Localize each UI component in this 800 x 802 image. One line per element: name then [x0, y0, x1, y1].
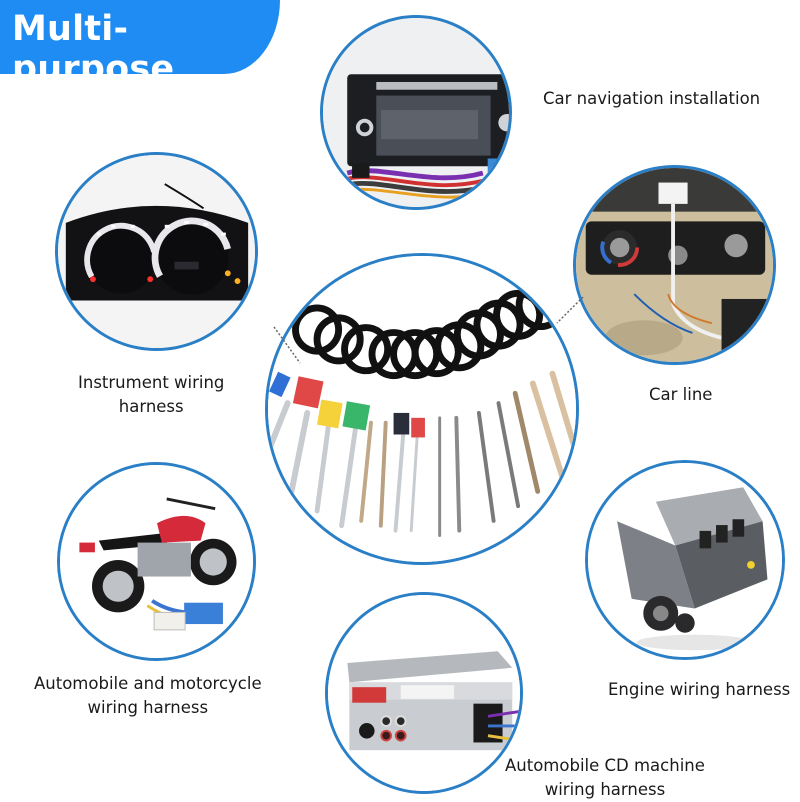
label-instrument: Instrument wiring harness — [78, 371, 224, 419]
cd-player-image — [325, 592, 523, 794]
label-line: Engine wiring harness — [608, 680, 791, 699]
chain-right — [556, 296, 584, 324]
label-car-line: Car line — [649, 383, 712, 407]
label-engine: Engine wiring harness — [608, 678, 790, 702]
motorcycle-image — [57, 462, 256, 661]
car-dashboard-wiring-image — [573, 165, 776, 365]
label-cd-machine: Automobile CD machine wiring harness — [505, 754, 705, 802]
label-line: Instrument wiring — [78, 373, 225, 392]
label-line: Car navigation installation — [543, 89, 761, 108]
title-banner: Multi-purpose — [0, 0, 280, 89]
chain-left — [273, 326, 301, 364]
label-line: Automobile and motorcycle — [34, 674, 262, 693]
instrument-cluster-image — [55, 152, 258, 351]
label-line: Automobile CD machine — [505, 756, 705, 775]
label-line: Car line — [649, 385, 713, 404]
banner-title: Multi-purpose — [12, 9, 175, 89]
label-car-navigation: Car navigation installation — [543, 87, 760, 111]
engine-image — [585, 460, 785, 660]
car-navigation-image — [320, 15, 512, 210]
label-line: wiring harness — [87, 698, 209, 717]
label-motorcycle: Automobile and motorcycle wiring harness — [34, 672, 262, 720]
terminal-tool-set-image — [265, 253, 579, 565]
label-line: harness — [118, 397, 184, 416]
label-line: wiring harness — [544, 780, 666, 799]
